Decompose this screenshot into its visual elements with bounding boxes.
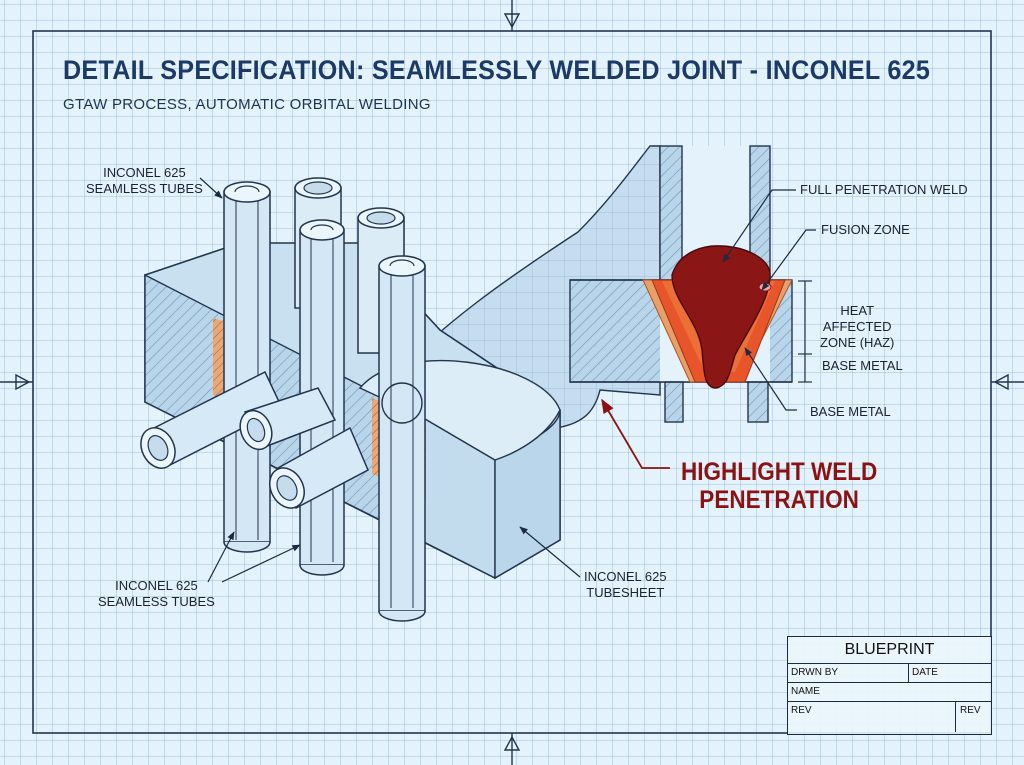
page-title: DETAIL SPECIFICATION: SEAMLESSLY WELDED … (63, 55, 931, 85)
label-haz: HEAT AFFECTED ZONE (HAZ) (820, 303, 894, 351)
label-fusion-zone: FUSION ZONE (821, 222, 910, 237)
weld-nugget (671, 245, 771, 389)
label-base-metal-bottom: BASE METAL (810, 404, 891, 419)
horizontal-tube-middle-1 (239, 387, 337, 451)
title-block-row: REV REV (788, 702, 991, 732)
label-tubes-top: INCONEL 625 SEAMLESS TUBES (86, 165, 203, 197)
label-line: SEAMLESS TUBES (86, 181, 203, 196)
label-tubes-bottom: INCONEL 625 SEAMLESS TUBES (98, 578, 215, 610)
title-block-heading: BLUEPRINT (788, 637, 991, 664)
label-tubesheet: INCONEL 625 TUBESHEET (584, 569, 667, 601)
rev-label: REV (791, 705, 812, 716)
title-block-row: NAME (788, 683, 991, 702)
rev-label-2: REV (960, 705, 981, 716)
horizontal-tube-left (140, 370, 283, 469)
label-line: ZONE (HAZ) (820, 335, 895, 350)
leader-lines (199, 177, 816, 583)
title-block: BLUEPRINT DRWN BY DATE NAME REV REV (787, 636, 992, 735)
label-line: INCONEL 625 (103, 165, 186, 180)
label-line: SEAMLESS TUBES (98, 594, 215, 609)
page-subtitle: GTAW PROCESS, AUTOMATIC ORBITAL WELDING (63, 96, 431, 113)
vertical-tube-right (378, 255, 426, 622)
callout-line: HIGHLIGHT WELD (681, 458, 878, 486)
label-line: INCONEL 625 (115, 578, 198, 593)
section-view (569, 145, 812, 423)
highlight-weld-penetration-callout: HIGHLIGHT WELD PENETRATION (681, 458, 877, 514)
label-line: TUBESHEET (586, 585, 665, 600)
vertical-tube-left (223, 181, 271, 553)
date-label: DATE (912, 667, 938, 678)
label-base-metal-right: BASE METAL (822, 358, 903, 373)
label-line: AFFECTED (822, 319, 892, 334)
name-label: NAME (791, 686, 820, 697)
label-line: HEAT (840, 303, 875, 318)
label-full-penetration: FULL PENETRATION WELD (800, 182, 968, 197)
callout-line: PENETRATION (699, 486, 859, 514)
horizontal-tube-middle-2 (269, 426, 369, 510)
title-block-row: DRWN BY DATE (788, 664, 991, 683)
drawn-by-label: DRWN BY (791, 667, 839, 678)
label-line: INCONEL 625 (584, 569, 667, 584)
